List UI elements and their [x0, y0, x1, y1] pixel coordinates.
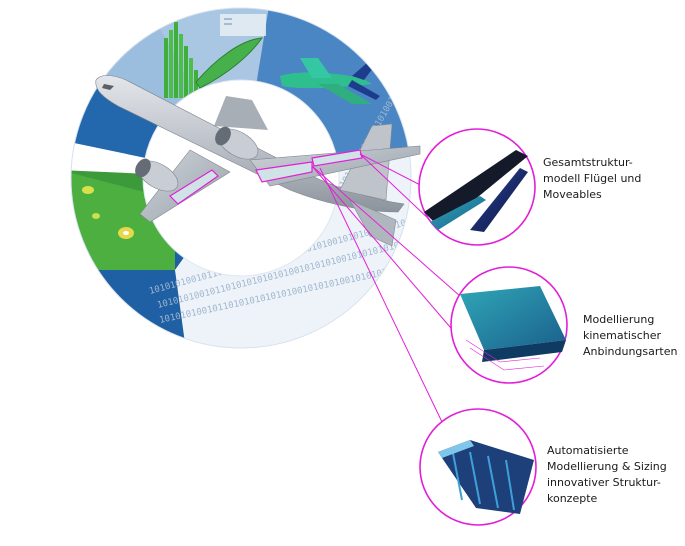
callout-label-structure-concepts: Automatisierte Modellierung & Sizing inn… [547, 443, 667, 507]
connector-2a [311, 165, 461, 297]
kinematic-panel-side [482, 340, 566, 362]
structure-concept-leading-edge [438, 440, 474, 458]
aircraft-horizontal-stabilizer [349, 199, 397, 247]
aircraft-stress-thumbnail [280, 58, 380, 104]
callout-3-line-4: konzepte [547, 492, 598, 505]
wing-model-blue-edge [470, 168, 528, 232]
callout-1-line-1: Gesamtstruktur- [543, 156, 633, 169]
highlight-panel-right-wing-outer [311, 149, 363, 167]
aircraft-right-engine [215, 126, 259, 160]
callout-2-line-3: Anbindungsarten [583, 345, 678, 358]
aircraft-cockpit [102, 84, 114, 90]
callout-circle-kinematic-joints [450, 266, 568, 384]
connector-2b [311, 165, 469, 349]
aircraft-left-wing [139, 149, 231, 223]
callout-3-line-3: innovativer Struktur- [547, 476, 661, 489]
wing-model-teal-edge [430, 196, 486, 230]
callout-circle-wing-model [418, 128, 536, 246]
structure-concept-panel [438, 440, 534, 514]
aircraft-model [95, 75, 421, 247]
kinematic-panel-top [460, 286, 566, 350]
histogram-legend [220, 14, 266, 36]
callout-1-line-2: modell Flügel und [543, 172, 642, 185]
callout-3-line-2: Modellierung & Sizing [547, 460, 667, 473]
callout-label-kinematic-joints: Modellierung kinematischer Anbindungsart… [583, 312, 677, 360]
highlighted-wing-panels [169, 149, 363, 205]
structure-concept-ribs [451, 447, 515, 511]
callout-circle-structure-concepts [419, 408, 537, 526]
aircraft-fuselage [95, 75, 405, 213]
callout-1-line-3: Moveables [543, 188, 602, 201]
connector-3 [319, 167, 443, 423]
callout-2-line-1: Modellierung [583, 313, 655, 326]
highlight-panel-right-wing-inner [255, 161, 313, 183]
airfoil-thumbnail [195, 37, 264, 89]
ring-outer-edge [70, 7, 412, 349]
connector-1b [359, 153, 433, 223]
wing-model-dark-panel [424, 150, 528, 228]
callout-2-line-2: kinematischer [583, 329, 662, 342]
callout-connectors [311, 153, 469, 423]
kinematic-wireframe [465, 339, 545, 371]
highlight-panel-left-wing [169, 169, 219, 205]
aircraft-left-engine [135, 158, 179, 192]
callout-label-wing-model: Gesamtstruktur- modell Flügel und Moveab… [543, 155, 641, 203]
aircraft-far-wing [214, 96, 268, 130]
callout-3-line-1: Automatisierte [547, 444, 629, 457]
